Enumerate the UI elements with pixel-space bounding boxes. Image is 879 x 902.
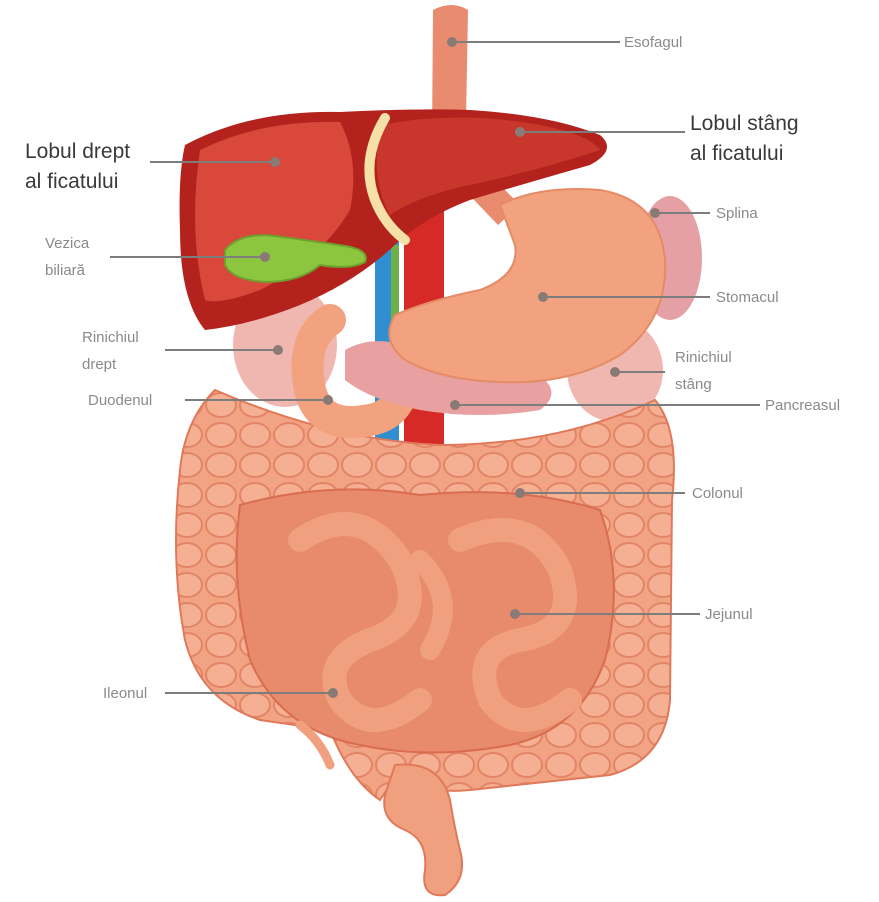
label-pancreasul: Pancreasul [765,397,840,414]
label-duodenul: Duodenul [88,392,152,409]
label-jejunul: Jejunul [705,606,753,623]
label-lobul-stang-line1: Lobul stâng [690,112,799,135]
label-ileonul: Ileonul [103,685,147,702]
label-rinichiul-drept-line2: drept [82,356,117,373]
label-rinichiul-stang-line1: Rinichiul [675,349,732,366]
label-rinichiul-drept-line1: Rinichiul [82,329,139,346]
label-lobul-drept-line2: al ficatului [25,170,118,193]
label-colonul: Colonul [692,485,743,502]
label-lobul-stang-line2: al ficatului [690,142,783,165]
label-vezica-line2: biliară [45,262,86,279]
label-splina: Splina [716,205,758,222]
label-stomacul: Stomacul [716,289,779,306]
label-vezica-line1: Vezica [45,235,90,252]
label-lobul-drept-line1: Lobul drept [25,140,130,163]
label-esofagul: Esofagul [624,34,682,51]
label-rinichiul-stang-line2: stâng [675,376,712,393]
